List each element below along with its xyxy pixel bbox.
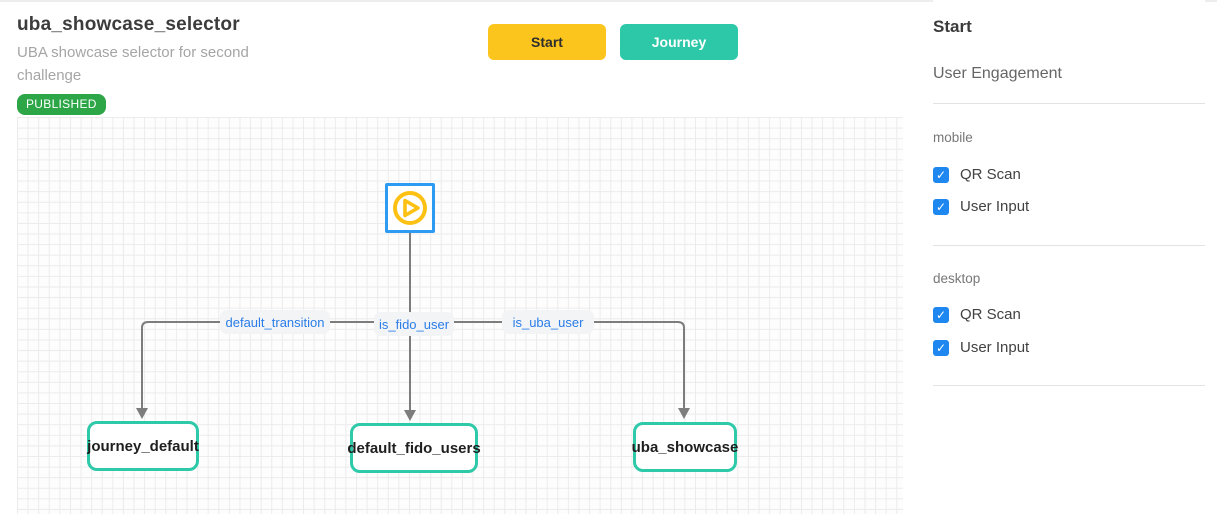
section-label-desktop: desktop [933,271,981,286]
checkbox-row-desktop-user-input[interactable]: User Input [933,339,1029,356]
node-journey-default[interactable]: journey_default [87,421,199,471]
page-top-border [0,0,1217,2]
section-label-mobile: mobile [933,130,973,145]
page-title: uba_showcase_selector [17,14,240,35]
sidebar-divider [933,385,1205,386]
play-icon [393,191,427,225]
checkbox-icon[interactable] [933,198,949,215]
sidebar-divider [933,245,1205,246]
checkbox-icon[interactable] [933,339,949,356]
sidebar-subtitle: User Engagement [933,65,1062,82]
checkbox-icon[interactable] [933,166,949,183]
checkbox-row-desktop-qr-scan[interactable]: QR Scan [933,306,1021,323]
node-default-fido-users[interactable]: default_fido_users [347,423,481,473]
transition-default-transition[interactable]: default_transition [220,310,330,334]
header: uba_showcase_selector UBA showcase selec… [17,14,317,115]
checkbox-row-mobile-user-input[interactable]: User Input [933,198,1029,215]
checkbox-icon[interactable] [933,306,949,323]
checkbox-row-mobile-qr-scan[interactable]: QR Scan [933,166,1021,183]
checkbox-label: QR Scan [960,306,1021,323]
transition-is-fido-user[interactable]: is_fido_user [374,312,454,336]
checkbox-label: User Input [960,339,1030,356]
sidebar-panel: Start User Engagement mobile QR Scan Use… [933,0,1205,514]
flow-canvas[interactable]: default_transition is_fido_user is_uba_u… [17,117,903,514]
journey-button[interactable]: Journey [620,24,738,60]
sidebar-divider [933,103,1205,104]
node-uba-showcase[interactable]: uba_showcase [632,422,738,472]
page-description: UBA showcase selector for second challen… [17,44,249,84]
start-node[interactable] [385,183,435,233]
checkbox-label: User Input [960,198,1030,215]
sidebar-title: Start [933,17,972,36]
start-button[interactable]: Start [488,24,606,60]
checkbox-label: QR Scan [960,166,1021,183]
transition-is-uba-user[interactable]: is_uba_user [502,310,594,334]
status-badge: PUBLISHED [17,94,106,115]
